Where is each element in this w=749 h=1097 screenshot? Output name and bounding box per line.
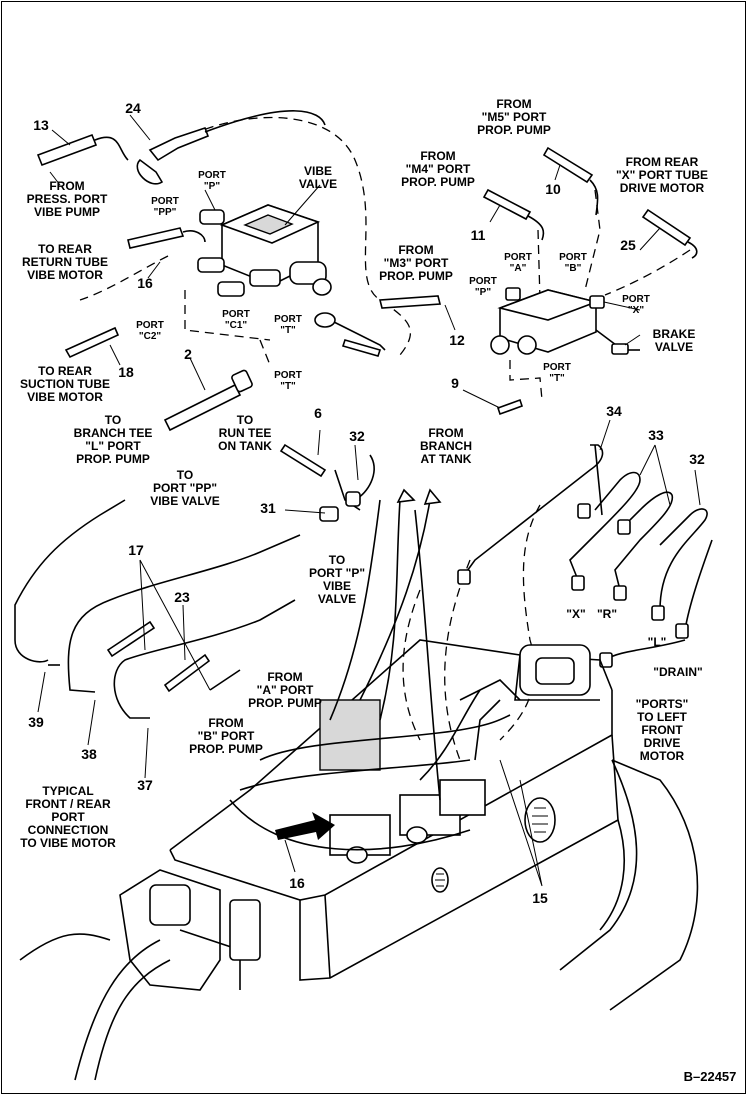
label-to-branch-tee-l-port: TO BRANCH TEE "L" PORT PROP. PUMP <box>73 413 153 466</box>
mid-left-tubes <box>14 443 375 719</box>
callout-10: 10 <box>545 181 561 197</box>
callout-31: 31 <box>260 500 276 516</box>
figure-id: B–22457 <box>683 1069 737 1084</box>
label-port-c2: PORT "C2" <box>136 320 164 342</box>
callout-6: 6 <box>314 405 322 421</box>
label-port-t-tube: PORT "T" <box>274 370 302 392</box>
callout-2: 2 <box>184 346 192 362</box>
label-from-branch-at-tank: FROM BRANCH AT TANK <box>420 426 472 466</box>
label-to-run-tee: TO RUN TEE ON TANK <box>218 413 272 453</box>
callout-32-right: 32 <box>689 451 705 467</box>
callout-13: 13 <box>33 117 49 133</box>
chassis-drawing <box>19 488 699 1081</box>
label-from-rear-x: FROM REAR "X" PORT TUBE DRIVE MOTOR <box>615 155 709 195</box>
label-to-rear-suction-tube: TO REAR SUCTION TUBE VIBE MOTOR <box>20 364 110 404</box>
callout-37: 37 <box>137 777 153 793</box>
callout-24: 24 <box>125 100 141 116</box>
label-port-b: PORT "B" <box>559 252 587 274</box>
label-from-press-port: FROM PRESS. PORT VIBE PUMP <box>26 179 108 219</box>
vibe-valve-drawing <box>197 204 332 297</box>
callout-34: 34 <box>606 403 622 419</box>
callout-23: 23 <box>174 589 190 605</box>
label-port-x: PORT "X" <box>622 294 650 316</box>
label-port-pp: PORT "PP" <box>151 196 179 218</box>
callout-12: 12 <box>449 332 465 348</box>
label-from-b-port: FROM "B" PORT PROP. PUMP <box>189 716 263 756</box>
callout-18: 18 <box>118 364 134 380</box>
label-drain-tag: "DRAIN" <box>653 665 703 679</box>
label-from-a-port: FROM "A" PORT PROP. PUMP <box>248 670 322 710</box>
label-port-t-valve: PORT "T" <box>274 314 302 336</box>
label-to-port-p-vibe: TO PORT "P" VIBE VALVE <box>308 553 366 606</box>
callout-38: 38 <box>81 746 97 762</box>
label-port-a: PORT "A" <box>504 252 532 274</box>
label-x-port-tag: "X" <box>566 607 586 621</box>
callout-15: 15 <box>532 890 548 906</box>
callout-17: 17 <box>128 542 144 558</box>
label-ports-left-front-drive-motor: "PORTS" TO LEFT FRONT DRIVE MOTOR <box>635 697 689 763</box>
label-from-m3: FROM "M3" PORT PROP. PUMP <box>379 243 453 283</box>
label-from-m4: FROM "M4" PORT PROP. PUMP <box>401 149 475 189</box>
label-vibe-valve: VIBE VALVE <box>298 164 338 191</box>
label-to-port-pp: TO PORT "PP" VIBE VALVE <box>150 468 220 508</box>
label-typical-front-rear: TYPICAL FRONT / REAR PORT CONNECTION TO … <box>20 784 116 850</box>
label-port-p: PORT "P" <box>198 170 226 192</box>
brake-valve-drawing <box>482 146 698 416</box>
label-to-rear-return-tube: TO REAR RETURN TUBE VIBE MOTOR <box>22 242 108 282</box>
label-port-t-brake: PORT "T" <box>543 362 571 384</box>
callout-33: 33 <box>648 427 664 443</box>
label-from-m5: FROM "M5" PORT PROP. PUMP <box>477 97 551 137</box>
leader-lines <box>37 114 701 887</box>
callout-39: 39 <box>28 714 44 730</box>
callout-16-bottom: 16 <box>289 875 305 891</box>
label-r-port-tag: "R" <box>596 607 618 621</box>
callout-9: 9 <box>451 375 459 391</box>
label-brake-valve: BRAKE VALVE <box>652 327 696 354</box>
upper-left-hoses <box>36 110 442 432</box>
callout-11: 11 <box>470 227 486 243</box>
callout-25: 25 <box>620 237 636 253</box>
label-l-port-tag: "L" <box>647 635 667 649</box>
callout-16-top: 16 <box>137 275 153 291</box>
label-port-p-brake: PORT "P" <box>469 276 497 298</box>
right-side-tubes <box>457 444 713 668</box>
label-port-c1: PORT "C1" <box>222 309 250 331</box>
callout-32-left: 32 <box>349 428 365 444</box>
